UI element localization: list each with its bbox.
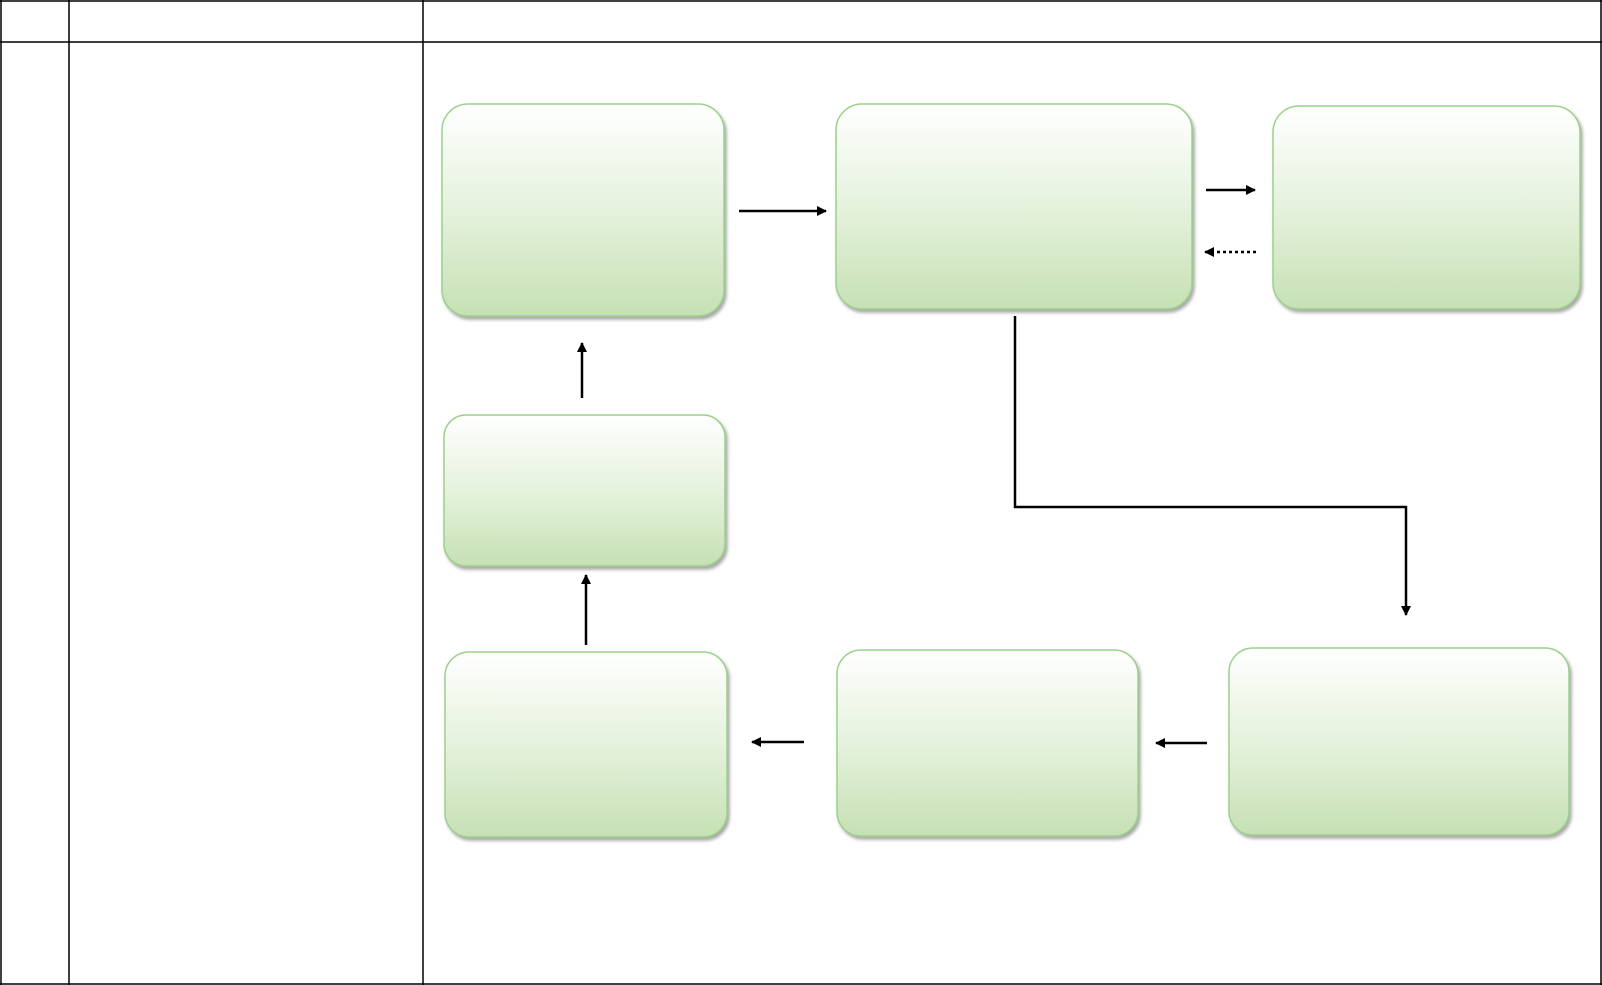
process-box-2 [835, 103, 1193, 310]
process-box-1 [441, 103, 725, 317]
process-box-7 [443, 414, 726, 567]
process-box-4 [1228, 647, 1570, 836]
arrow-box2-to-box4 [1013, 316, 1411, 616]
process-box-6 [444, 651, 728, 838]
connectors [577, 185, 1411, 748]
process-box-3 [1272, 105, 1581, 310]
process-boxes [441, 103, 1581, 838]
process-box-5 [836, 649, 1139, 837]
